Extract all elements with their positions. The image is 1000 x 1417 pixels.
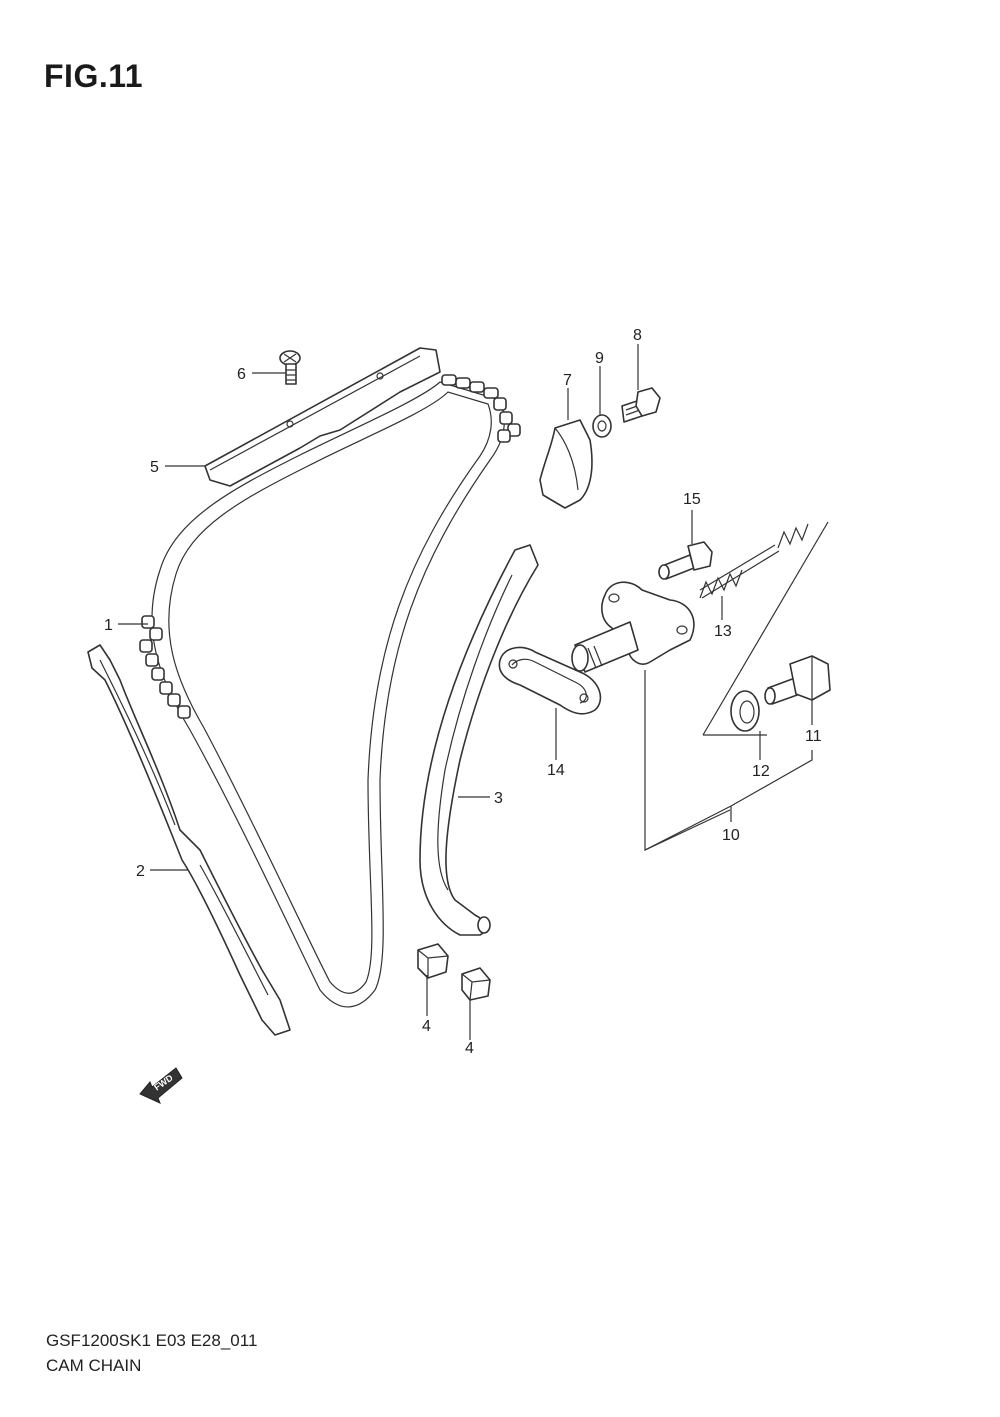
callout-6: 6 (237, 366, 246, 383)
leader-lines (118, 344, 813, 1040)
screw[interactable] (279, 350, 301, 385)
model-code: GSF1200SK1 E03 E28_011 (46, 1331, 258, 1350)
callout-11: 11 (805, 728, 822, 745)
cam-chain[interactable] (139, 374, 521, 1008)
bolt[interactable] (621, 387, 661, 423)
tensioner-gasket[interactable] (498, 646, 602, 715)
callout-10: 10 (722, 827, 740, 844)
gasket-washer[interactable] (730, 690, 760, 732)
damper-a[interactable] (417, 943, 449, 979)
upper-chain-guide[interactable] (204, 347, 441, 487)
callout-9: 9 (595, 350, 604, 367)
callout-14: 14 (547, 762, 565, 779)
callout-4b: 4 (465, 1040, 474, 1057)
damper-b[interactable] (461, 967, 491, 1001)
tensioner-spring[interactable] (699, 523, 809, 599)
figure-title: FIG.11 (44, 58, 144, 94)
cap-bolt[interactable] (764, 655, 831, 705)
callout-1: 1 (104, 617, 113, 634)
guide-pad[interactable] (539, 419, 593, 509)
forward-direction-arrow: FWD (139, 1067, 183, 1104)
callout-12: 12 (752, 763, 770, 780)
chain-links-left (139, 615, 191, 719)
callout-5: 5 (150, 459, 159, 476)
callout-15: 15 (683, 491, 701, 508)
callout-7: 7 (563, 372, 572, 389)
callout-2: 2 (136, 863, 145, 880)
callout-13: 13 (714, 623, 732, 640)
callout-3: 3 (494, 790, 503, 807)
chain-links-top (441, 374, 521, 443)
figure-name: CAM CHAIN (46, 1356, 142, 1375)
callout-4a: 4 (422, 1018, 431, 1035)
callout-8: 8 (633, 327, 642, 344)
tensioner-assembly[interactable] (571, 581, 695, 673)
tensioner-bolt[interactable] (658, 541, 713, 580)
chain-tensioner-guide[interactable] (419, 544, 539, 936)
rear-chain-guide[interactable] (87, 644, 291, 1036)
washer[interactable] (592, 414, 612, 438)
